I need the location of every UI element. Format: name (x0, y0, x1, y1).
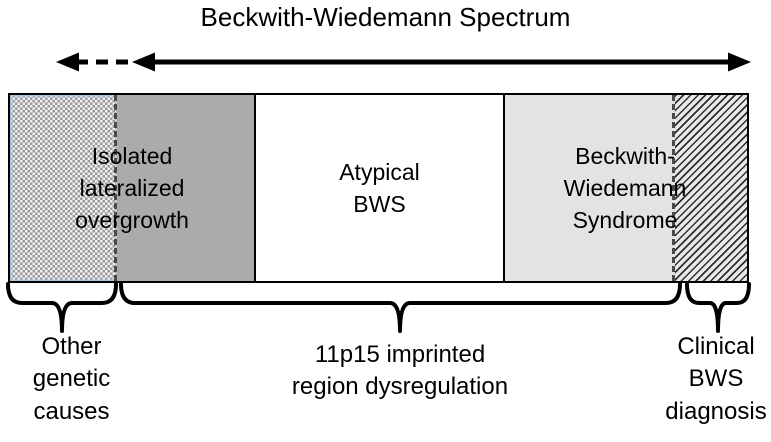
atypical-bws-section (254, 95, 505, 281)
double-arrow-icon (132, 52, 751, 72)
dashed-arrow-icon (56, 52, 128, 72)
spectrum-arrows (56, 52, 751, 72)
isolated-lateralized-overgrowth-label: Isolated lateralized overgrowth (75, 142, 189, 234)
spectrum-bar: Isolated lateralized overgrowth Atypical… (8, 93, 749, 283)
annotation-braces (6, 282, 751, 333)
brace-other-genetic-icon (6, 282, 118, 333)
figure-title: Beckwith-Wiedemann Spectrum (200, 2, 571, 32)
11p15-imprinted-region-label: 11p15 imprinted region dysregulation (291, 341, 509, 401)
bws-syndrome-section (505, 95, 675, 281)
beckwith-wiedemann-syndrome-label: Beckwith- Wiedemann Syndrome (563, 142, 687, 234)
atypical-bws-label: Atypical BWS (339, 158, 420, 217)
dashed-divider-left (114, 95, 117, 281)
dashed-divider-right (672, 95, 675, 281)
clinical-bws-diagnosis-section (675, 95, 747, 281)
other-genetic-causes-section (10, 95, 117, 281)
isolated-lateralized-overgrowth-section (117, 95, 254, 281)
brace-clinical-bws-icon (685, 282, 751, 333)
clinical-bws-diagnosis-label: Clinical BWS diagnosis (665, 333, 767, 425)
brace-11p15-icon (119, 282, 682, 333)
other-genetic-causes-label: Other genetic causes (32, 333, 111, 425)
